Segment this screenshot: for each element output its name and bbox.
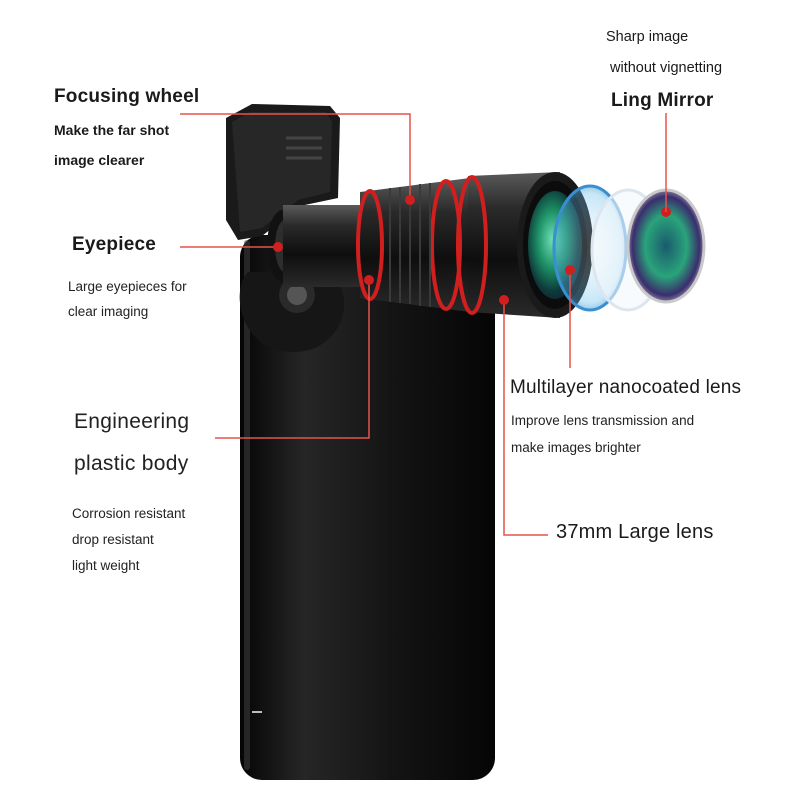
body-title-2: plastic body: [74, 452, 189, 475]
callout-focusing-wheel: [180, 113, 411, 200]
ling-mirror-desc-1: Sharp image: [606, 29, 689, 45]
callout-body: [215, 280, 370, 439]
multilayer-desc-2: make images brighter: [511, 440, 641, 455]
eyepiece-part: [267, 205, 363, 287]
body-desc-2: drop resistant: [72, 532, 154, 547]
body-title-1: Engineering: [74, 410, 190, 433]
ling-mirror-desc-2: without vignetting: [610, 60, 723, 76]
focusing-wheel-title: Focusing wheel: [54, 86, 200, 107]
focusing-wheel-desc-1: Make the far shot: [54, 122, 170, 138]
phone-body: [240, 235, 495, 780]
eyepiece-title: Eyepiece: [72, 234, 156, 255]
lens-elements: [552, 184, 706, 312]
body-desc-1: Corrosion resistant: [72, 506, 186, 521]
eyepiece-desc-1: Large eyepieces for: [68, 279, 187, 294]
eyepiece-desc-2: clear imaging: [68, 304, 149, 319]
multilayer-title: Multilayer nanocoated lens: [510, 377, 742, 398]
callout-large-lens: [503, 300, 548, 536]
body-desc-3: light weight: [72, 558, 140, 573]
multilayer-desc-1: Improve lens transmission and: [511, 413, 695, 428]
focusing-wheel-desc-2: image clearer: [54, 152, 145, 168]
ling-mirror-title: Ling Mirror: [611, 90, 714, 111]
callout-lines: [180, 113, 667, 536]
large-lens-title: 37mm Large lens: [556, 521, 714, 543]
